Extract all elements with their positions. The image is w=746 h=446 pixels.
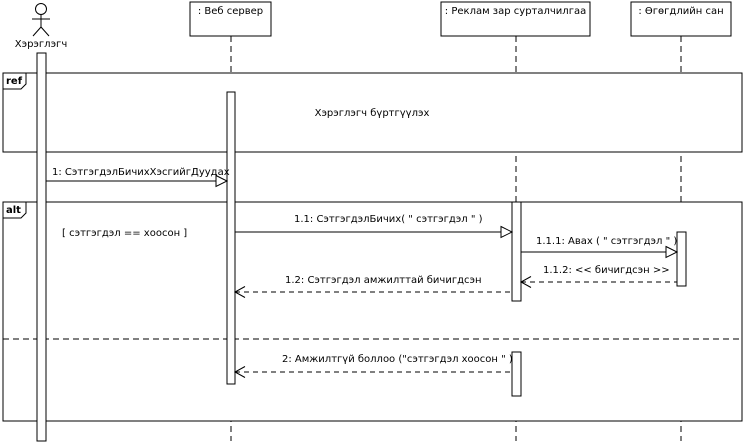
- lifeline-label-web-server: : Веб сервер: [198, 6, 263, 17]
- alt-fragment-tag: alt: [6, 205, 21, 216]
- lifeline-head-web-server: : Веб сервер: [189, 1, 272, 37]
- message-1-1-label: 1.1: СэтгэгдэлБичих( " сэтгэгдэл " ): [294, 214, 483, 225]
- activation-web-server: [226, 91, 236, 385]
- actor-label: Хэрэглэгч: [15, 39, 67, 50]
- message-2: 2: Амжилтгүй боллоо ("сэтгэгдэл хоосон "…: [233, 354, 513, 378]
- alt-guard: [ сэтгэгдэл == хоосон ]: [62, 228, 187, 239]
- message-1-2: 1.2: Сэтгэгдэл амжилттай бичигдсэн: [233, 275, 512, 298]
- activation-database: [676, 231, 687, 287]
- lifeline-head-ads: : Реклам зар сурталчилгаа: [440, 1, 591, 37]
- lifeline-label-database: : Өгөгдлийн сан: [638, 6, 723, 17]
- message-1: 1: СэтгэгдэлБичихХэсгийгДуудах: [46, 167, 230, 188]
- actor-head: [35, 3, 47, 15]
- activation-ads-2: [511, 351, 522, 397]
- message-2-label: 2: Амжилтгүй боллоо ("сэтгэгдэл хоосон "…: [282, 354, 513, 365]
- message-1-1-2: 1.1.2: << бичигдсэн >>: [519, 265, 677, 288]
- message-1-1-1: 1.1.1: Авах ( " сэтгэгдэл " ): [521, 236, 679, 259]
- actor-activation-bar: [36, 52, 47, 442]
- ref-fragment-tag: ref: [6, 76, 23, 87]
- lifeline-label-ads: : Реклам зар сурталчилгаа: [445, 6, 586, 17]
- message-1-1: 1.1: СэтгэгдэлБичих( " сэтгэгдэл " ): [235, 214, 514, 239]
- actor-user: [32, 3, 50, 37]
- ref-fragment: ref Хэрэглэгч бүртгүүлэх: [2, 72, 743, 153]
- activation-ads-1: [511, 201, 522, 302]
- alt-fragment: alt [ сэтгэгдэл == хоосон ]: [2, 201, 743, 422]
- message-1-2-label: 1.2: Сэтгэгдэл амжилттай бичигдсэн: [285, 275, 482, 286]
- lifeline-head-database: : Өгөгдлийн сан: [630, 1, 732, 37]
- message-1-label: 1: СэтгэгдэлБичихХэсгийгДуудах: [52, 167, 230, 178]
- ref-fragment-text: Хэрэглэгч бүртгүүлэх: [315, 108, 430, 119]
- message-1-1-1-label: 1.1.1: Авах ( " сэтгэгдэл " ): [536, 236, 677, 247]
- message-1-1-2-label: 1.1.2: << бичигдсэн >>: [543, 265, 670, 276]
